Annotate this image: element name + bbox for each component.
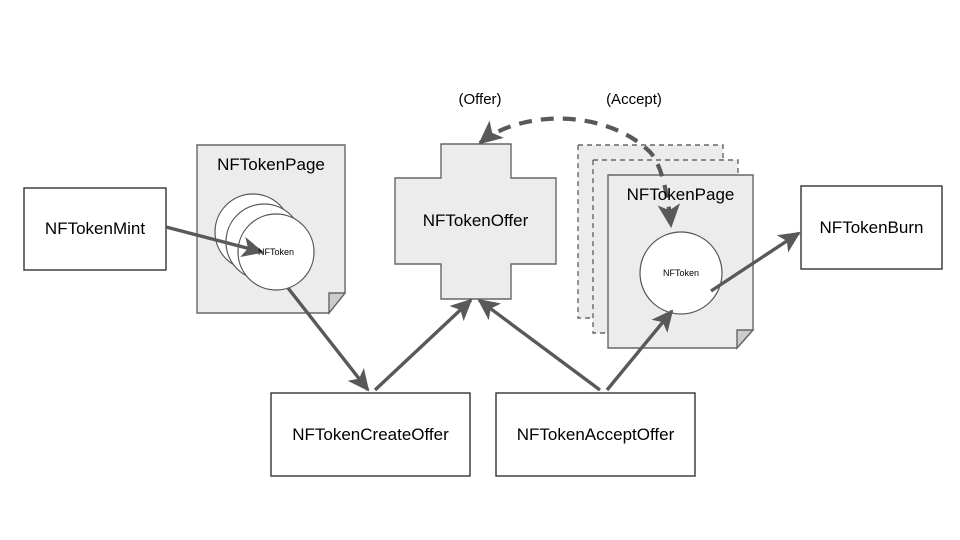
node-nftokenburn-rect[interactable] [800,185,943,270]
node-nftokencreateoffer-rect[interactable] [270,392,471,477]
edge-mint-to-page [165,225,264,257]
right-page-fold [736,329,755,350]
node-left-nftokenpage[interactable] [196,144,347,315]
edge-createoffer-to-offer [373,298,473,392]
node-nftokenmint-rect[interactable] [23,187,167,271]
node-nftokenoffer[interactable] [394,143,557,300]
left-token-circle-1 [237,213,315,291]
edge-offer-accept-dashed [478,116,681,229]
right-token-circle [639,231,723,315]
edge-acceptoffer-to-offer [477,298,602,392]
offer-cross-shape [394,143,557,300]
left-page-fold [328,292,347,315]
node-nftokenacceptoffer-rect[interactable] [495,392,696,477]
edge-page-to-createoffer [286,286,370,392]
edge-acceptoffer-to-rightpage [605,309,674,392]
edge-rightpage-to-burn [710,231,801,293]
